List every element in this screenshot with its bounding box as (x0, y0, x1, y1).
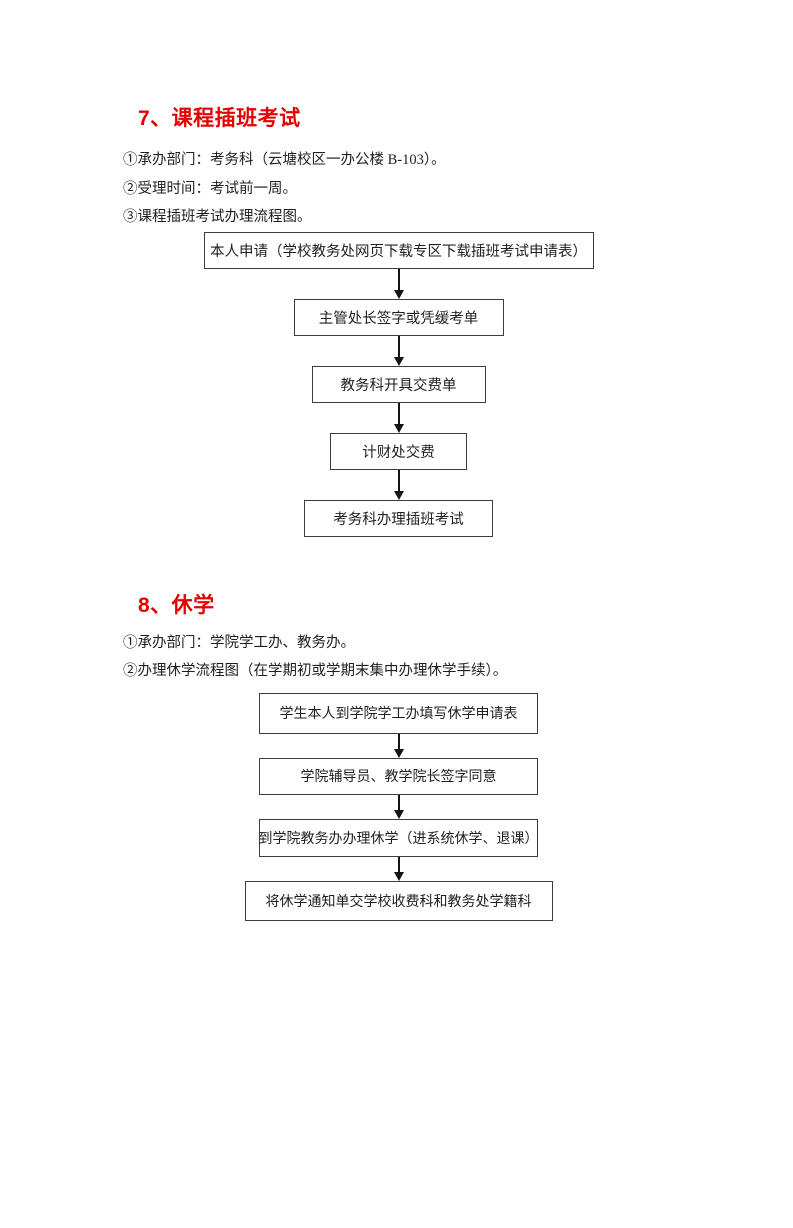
arrow-down-icon (393, 794, 404, 819)
section-7-line-flow-intro: ③课程插班考试办理流程图。 (123, 209, 312, 225)
flow-step-director-sign: 主管处长签字或凭缓考单 (293, 298, 504, 336)
flow-step-academic-office: 到学院教务办办理休学（进系统休学、退课） (259, 818, 539, 857)
flow-step-pay-fee: 计财处交费 (330, 432, 467, 470)
section-suspension: 8、休学 ①承办部门：学院学工办、教务办。 ②办理休学流程图（在学期初或学期末集… (0, 593, 793, 921)
section-7-line-time: ②受理时间：考试前一周。 (123, 180, 297, 197)
section-8-line-flow-intro: ②办理休学流程图（在学期初或学期末集中办理休学手续）。 (123, 663, 508, 679)
section-8-body: ①承办部门：学院学工办、教务办。 ②办理休学流程图（在学期初或学期末集中办理休学… (123, 629, 793, 686)
section-7-title: 7、课程插班考试 (138, 107, 301, 130)
flow-step-counselor-sign: 学院辅导员、教学院长签字同意 (259, 757, 538, 795)
flowchart-suspension: 学生本人到学院学工办填写休学申请表 学院辅导员、教学院长签字同意 到学院教务办办… (2, 692, 793, 921)
section-course-transfer-exam: 7、课程插班考试 ①承办部门：考务科（云塘校区一办公楼 B-103）。 ②受理时… (0, 106, 793, 537)
section-7-line-department: ①承办部门：考务科（云塘校区一办公楼 B-103）。 (123, 152, 446, 168)
flow-step-handle-exam: 考务科办理插班考试 (304, 499, 493, 537)
arrow-down-icon (393, 856, 404, 881)
arrow-down-icon (393, 469, 404, 500)
flow-step-apply: 本人申请（学校教务处网页下载专区下载插班考试申请表） (203, 231, 594, 269)
flowchart-course-transfer-exam: 本人申请（学校教务处网页下载专区下载插班考试申请表） 主管处长签字或凭缓考单 教… (2, 231, 793, 537)
section-8-line-department: ①承办部门：学院学工办、教务办。 (123, 634, 355, 651)
section-8-title: 8、休学 (138, 593, 215, 617)
arrow-down-icon (393, 733, 404, 758)
flow-step-payment-slip: 教务科开具交费单 (311, 365, 486, 403)
arrow-down-icon (393, 402, 404, 433)
arrow-down-icon (393, 335, 404, 366)
flow-step-submit-notice: 将休学通知单交学校收费科和教务处学籍科 (244, 880, 553, 921)
flow-step-fill-form: 学生本人到学院学工办填写休学申请表 (259, 692, 538, 734)
document-page: 7、课程插班考试 ①承办部门：考务科（云塘校区一办公楼 B-103）。 ②受理时… (0, 106, 793, 1228)
arrow-down-icon (393, 268, 404, 299)
section-7-body: ①承办部门：考务科（云塘校区一办公楼 B-103）。 ②受理时间：考试前一周。 … (123, 146, 793, 232)
